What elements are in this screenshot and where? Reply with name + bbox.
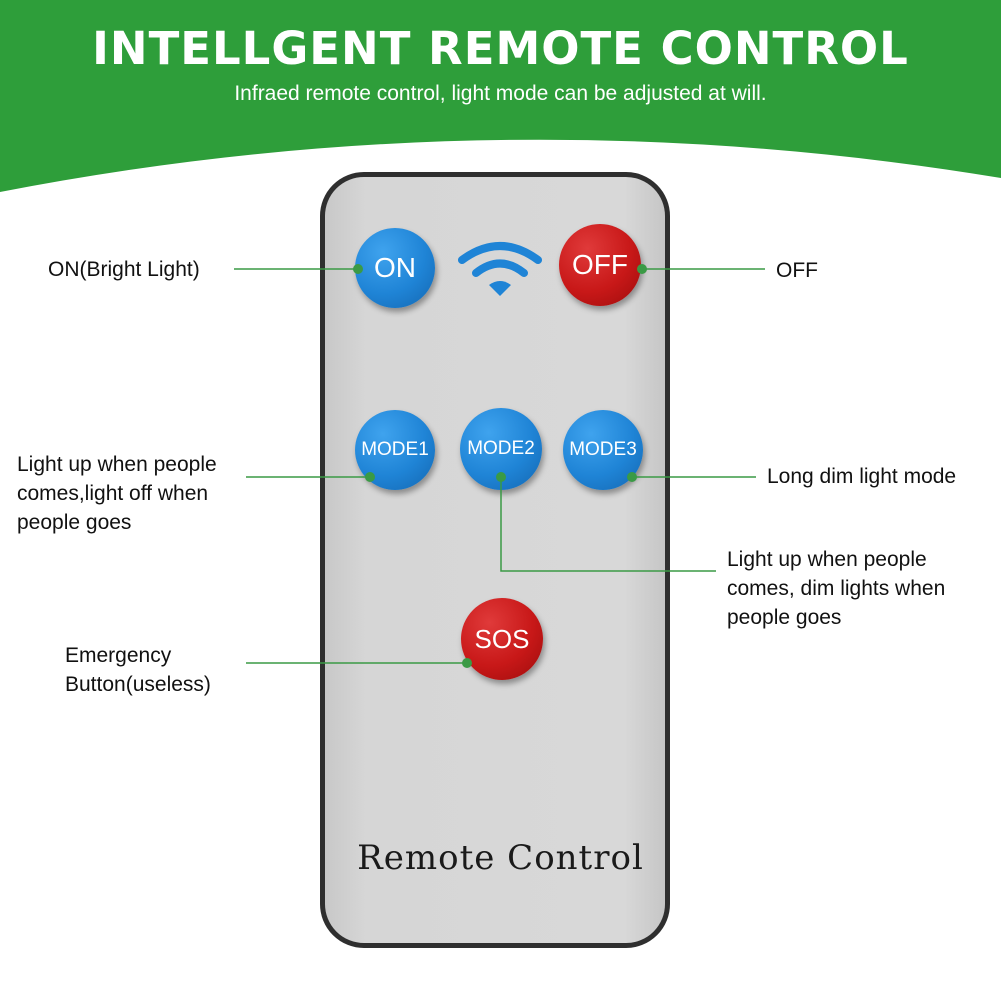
callout-mode1-line: Light up when people [17, 453, 217, 476]
on-button[interactable]: ON [355, 228, 435, 308]
sos-button-label: SOS [474, 623, 530, 654]
wifi-signal-icon [458, 242, 542, 296]
page-title: INTELLGENT REMOTE CONTROL [92, 22, 909, 75]
callout-mode2-line: Light up when people [727, 548, 927, 571]
mode1-button[interactable]: MODE1 [355, 410, 435, 490]
callout-sos: Emergency Button(useless) [65, 641, 211, 699]
callout-mode3: Long dim light mode [767, 465, 957, 488]
remote-control-label: Remote Control [357, 838, 644, 878]
callout-mode2-line: comes, dim lights when [727, 577, 946, 600]
page-subtitle: Infraed remote control, light mode can b… [234, 82, 767, 105]
callout-off: OFF [776, 259, 818, 282]
callout-mode1-line: comes,light off when [17, 482, 209, 505]
callout-sos-line: Button(useless) [65, 673, 211, 696]
callout-mode1: Light up when people comes,light off whe… [17, 450, 217, 537]
callout-mode1-line: people goes [17, 511, 132, 534]
mode2-button[interactable]: MODE2 [460, 408, 542, 490]
callout-mode2: Light up when people comes, dim lights w… [727, 545, 945, 632]
sos-button[interactable]: SOS [461, 598, 543, 680]
mode2-button-label: MODE2 [467, 438, 535, 459]
mode3-button-label: MODE3 [569, 439, 637, 460]
mode3-button[interactable]: MODE3 [563, 410, 643, 490]
callout-mode2-line: people goes [727, 606, 842, 629]
off-button[interactable]: OFF [559, 224, 641, 306]
on-button-label: ON [374, 252, 416, 283]
green-header-banner [0, 0, 1001, 192]
off-button-label: OFF [572, 249, 628, 280]
mode1-button-label: MODE1 [361, 439, 429, 460]
callout-sos-line: Emergency [65, 644, 172, 667]
callout-on: ON(Bright Light) [48, 258, 200, 281]
